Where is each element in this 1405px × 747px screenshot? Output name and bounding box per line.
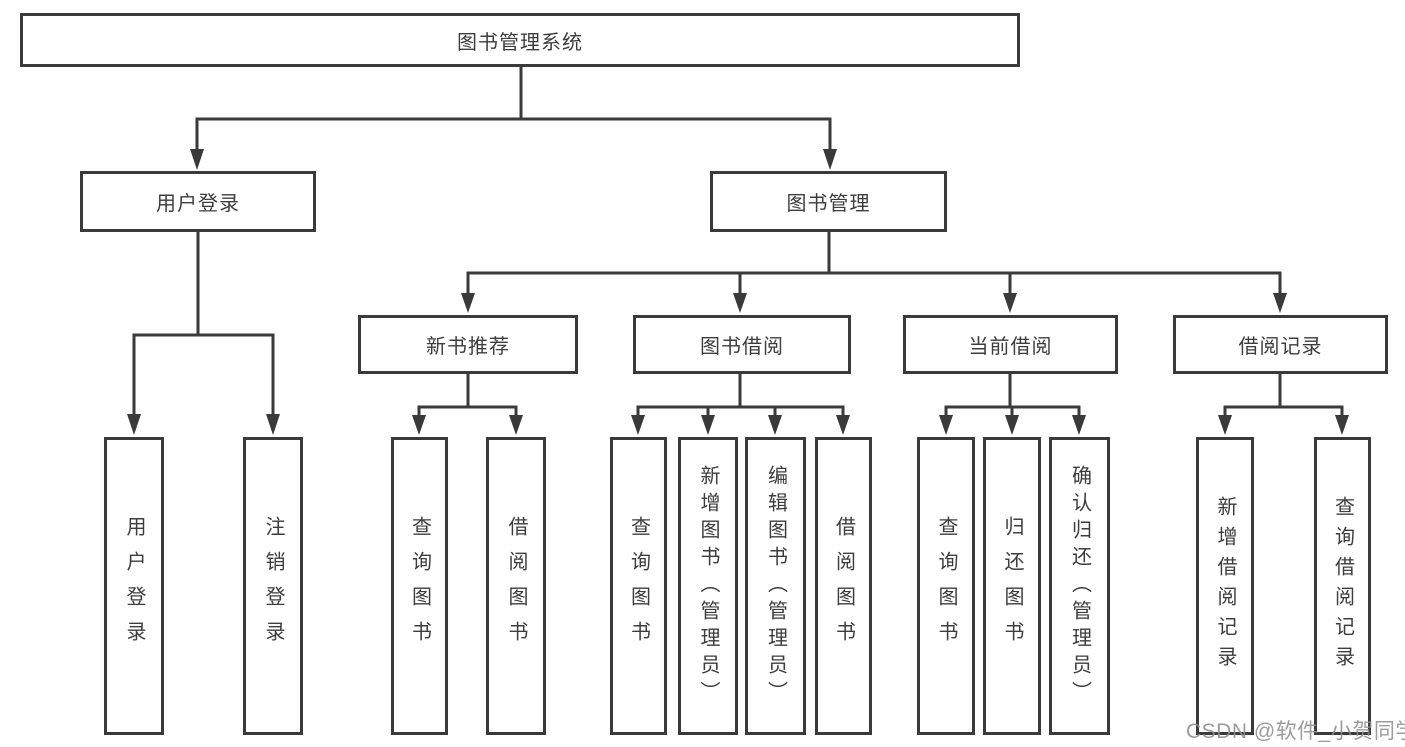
leaf-user-login: 用户登录 xyxy=(104,437,164,735)
leaf-query-books-current-label: 查询图书 xyxy=(935,516,957,656)
leaf-borrow-books-label: 借阅图书 xyxy=(832,516,855,656)
node-new-book-recommendation: 新书推荐 xyxy=(358,315,578,374)
leaf-confirm-return-admin: 确认归还（管理员） xyxy=(1049,437,1110,735)
leaf-borrow-books-recommend-label: 借阅图书 xyxy=(505,516,527,656)
leaf-logout-label: 注销登录 xyxy=(262,516,284,656)
leaf-user-login-label: 用户登录 xyxy=(123,516,145,656)
leaf-edit-books-admin: 编辑图书（管理员） xyxy=(745,437,806,735)
leaf-add-books-admin-label: 新增图书（管理员） xyxy=(697,464,719,708)
leaf-add-borrow-record: 新增借阅记录 xyxy=(1196,437,1254,735)
node-borrowing-records: 借阅记录 xyxy=(1173,315,1388,374)
leaf-add-books-admin: 新增图书（管理员） xyxy=(678,437,738,735)
leaf-add-borrow-record-label: 新增借阅记录 xyxy=(1214,496,1236,676)
leaf-borrow-books: 借阅图书 xyxy=(815,437,872,735)
leaf-query-books-recommend-label: 查询图书 xyxy=(408,516,431,656)
leaf-query-books-borrow: 查询图书 xyxy=(610,437,667,735)
leaf-logout: 注销登录 xyxy=(243,437,303,735)
node-book-management: 图书管理 xyxy=(710,171,947,232)
leaf-confirm-return-admin-label: 确认归还（管理员） xyxy=(1068,464,1091,708)
leaf-return-books: 归还图书 xyxy=(983,437,1041,735)
leaf-query-borrow-record: 查询借阅记录 xyxy=(1314,437,1371,735)
csdn-watermark: CSDN @软件_小贺同学 xyxy=(1186,720,1405,743)
node-current-borrowing: 当前借阅 xyxy=(903,315,1118,374)
node-book-borrowing: 图书借阅 xyxy=(633,315,851,374)
leaf-query-books-current: 查询图书 xyxy=(917,437,975,735)
leaf-return-books-label: 归还图书 xyxy=(1001,516,1023,656)
leaf-query-books-recommend: 查询图书 xyxy=(391,437,448,735)
leaf-borrow-books-recommend: 借阅图书 xyxy=(486,437,546,735)
leaf-query-borrow-record-label: 查询借阅记录 xyxy=(1331,496,1354,676)
leaf-edit-books-admin-label: 编辑图书（管理员） xyxy=(764,464,787,708)
leaf-query-books-borrow-label: 查询图书 xyxy=(627,516,650,656)
node-library-management-system: 图书管理系统 xyxy=(20,13,1020,67)
node-user-login: 用户登录 xyxy=(80,171,316,232)
